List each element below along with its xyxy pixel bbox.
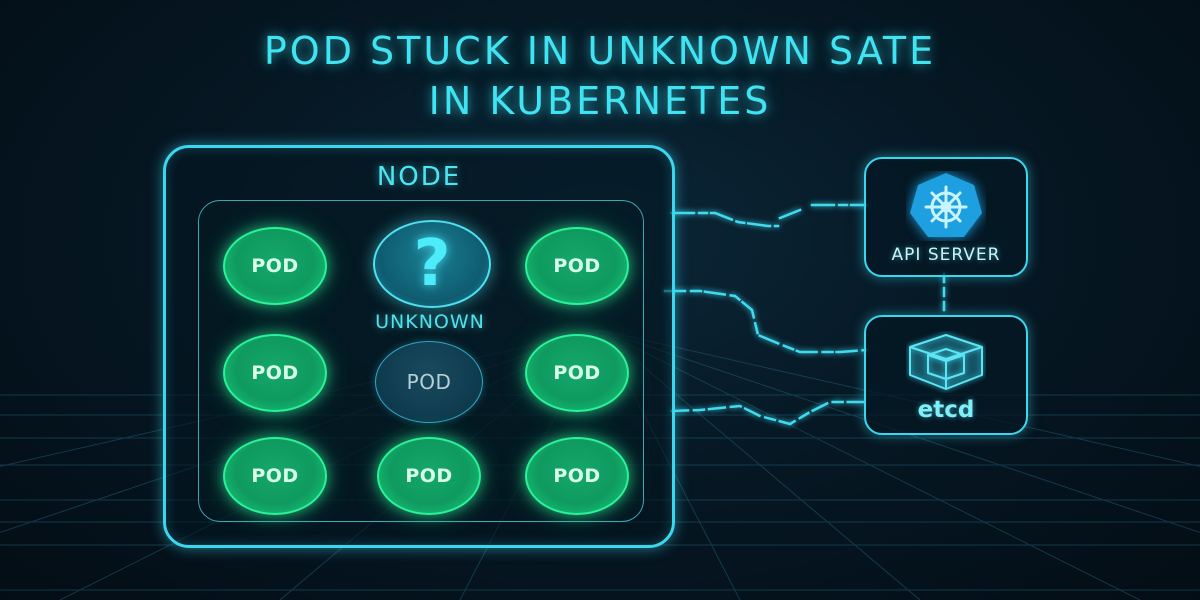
cube-icon xyxy=(909,334,983,390)
title-line-1: POD STUCK IN UNKNOWN SATE xyxy=(263,29,937,73)
pod-r2c1[interactable]: POD xyxy=(223,334,327,412)
pod-r1c1[interactable]: POD xyxy=(223,227,327,305)
unknown-status-label: UNKNOWN xyxy=(375,311,485,333)
etcd-box[interactable]: etcd xyxy=(864,315,1028,435)
title-line-2: IN KUBERNETES xyxy=(428,79,772,123)
node-box: NODE POD ? UNKNOWN POD POD POD POD POD P… xyxy=(163,145,675,548)
pod-label: POD xyxy=(406,370,452,394)
pod-label: POD xyxy=(405,465,453,487)
kubernetes-helm-wheel-icon xyxy=(910,173,982,237)
pod-r2c2-dimmed[interactable]: POD xyxy=(375,341,483,423)
pod-r3c2[interactable]: POD xyxy=(377,437,481,515)
node-label: NODE xyxy=(376,162,462,192)
question-mark-icon: ? xyxy=(413,227,451,301)
pod-label: POD xyxy=(251,362,299,384)
pod-r3c3[interactable]: POD xyxy=(525,437,629,515)
pod-r3c1[interactable]: POD xyxy=(223,437,327,515)
api-server-label: API SERVER xyxy=(891,245,1001,265)
page-title: POD STUCK IN UNKNOWN SATE IN KUBERNETES xyxy=(0,26,1200,126)
pod-label: POD xyxy=(251,255,299,277)
unknown-pod[interactable]: ? xyxy=(373,220,491,308)
pod-label: POD xyxy=(553,362,601,384)
pod-label: POD xyxy=(553,255,601,277)
pod-r2c3[interactable]: POD xyxy=(525,334,629,412)
pod-label: POD xyxy=(553,465,601,487)
pod-container: POD ? UNKNOWN POD POD POD POD POD POD PO… xyxy=(198,200,644,522)
pod-label: POD xyxy=(251,465,299,487)
etcd-label: etcd xyxy=(917,397,975,423)
pod-r1c3[interactable]: POD xyxy=(525,227,629,305)
api-server-box[interactable]: API SERVER xyxy=(864,157,1028,277)
